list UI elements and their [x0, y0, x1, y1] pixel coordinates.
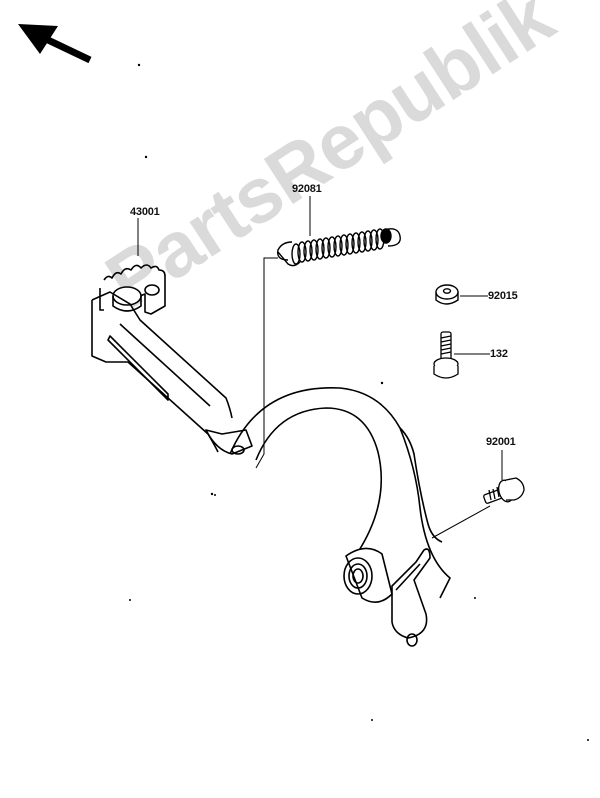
part-label-43001: 43001	[130, 206, 160, 218]
part-label-92001: 92001	[486, 436, 516, 448]
nut-part	[435, 284, 459, 305]
part-label-92015: 92015	[488, 290, 518, 302]
arrow-up-left-icon	[18, 24, 92, 64]
return-spring-part	[277, 228, 401, 267]
part-label-92081: 92081	[292, 183, 322, 195]
pivot-bolt-part	[483, 477, 525, 504]
brake-pedal-part	[91, 264, 451, 647]
part-label-132: 132	[490, 348, 508, 360]
bolt-part	[433, 331, 459, 379]
